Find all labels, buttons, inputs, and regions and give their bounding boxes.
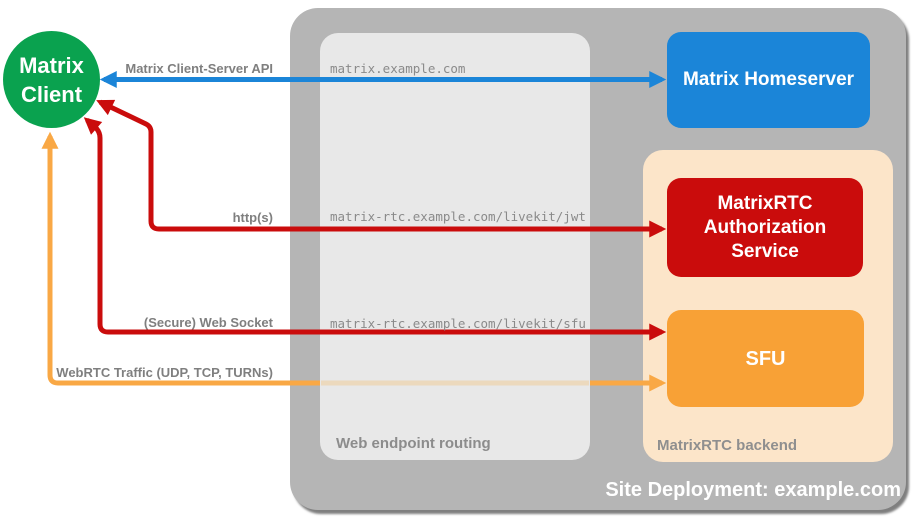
webrtc-traffic-label: WebRTC Traffic (UDP, TCP, TURNs) xyxy=(56,365,273,380)
client-server-api-label: Matrix Client-Server API xyxy=(125,61,273,76)
node-matrixrtc-authorization-service: MatrixRTC Authorization Service xyxy=(667,178,863,277)
node-sfu: SFU xyxy=(667,310,864,407)
web-endpoint-routing-label: Web endpoint routing xyxy=(336,435,491,452)
node-matrix-client: Matrix Client xyxy=(3,31,100,128)
node-matrix-homeserver: Matrix Homeserver xyxy=(667,32,870,128)
web-endpoint-routing-container: Web endpoint routing xyxy=(320,33,590,460)
endpoint-matrix-example-com: matrix.example.com xyxy=(330,61,466,76)
endpoint-livekit-sfu: matrix-rtc.example.com/livekit/sfu xyxy=(330,316,586,331)
matrixrtc-backend-label: MatrixRTC backend xyxy=(657,437,798,454)
sfu-label: SFU xyxy=(745,347,786,370)
authorization-service-label: MatrixRTC Authorization Service xyxy=(703,192,827,262)
matrix-homeserver-label: Matrix Homeserver xyxy=(682,69,855,90)
websocket-label: (Secure) Web Socket xyxy=(143,315,273,330)
matrix-client-label-line2: Client xyxy=(20,81,83,107)
http-label: http(s) xyxy=(232,210,273,225)
site-deployment-label: Site Deployment: example.com xyxy=(605,479,901,501)
endpoint-livekit-jwt: matrix-rtc.example.com/livekit/jwt xyxy=(330,209,586,224)
matrix-client-label-line1: Matrix xyxy=(19,52,84,78)
